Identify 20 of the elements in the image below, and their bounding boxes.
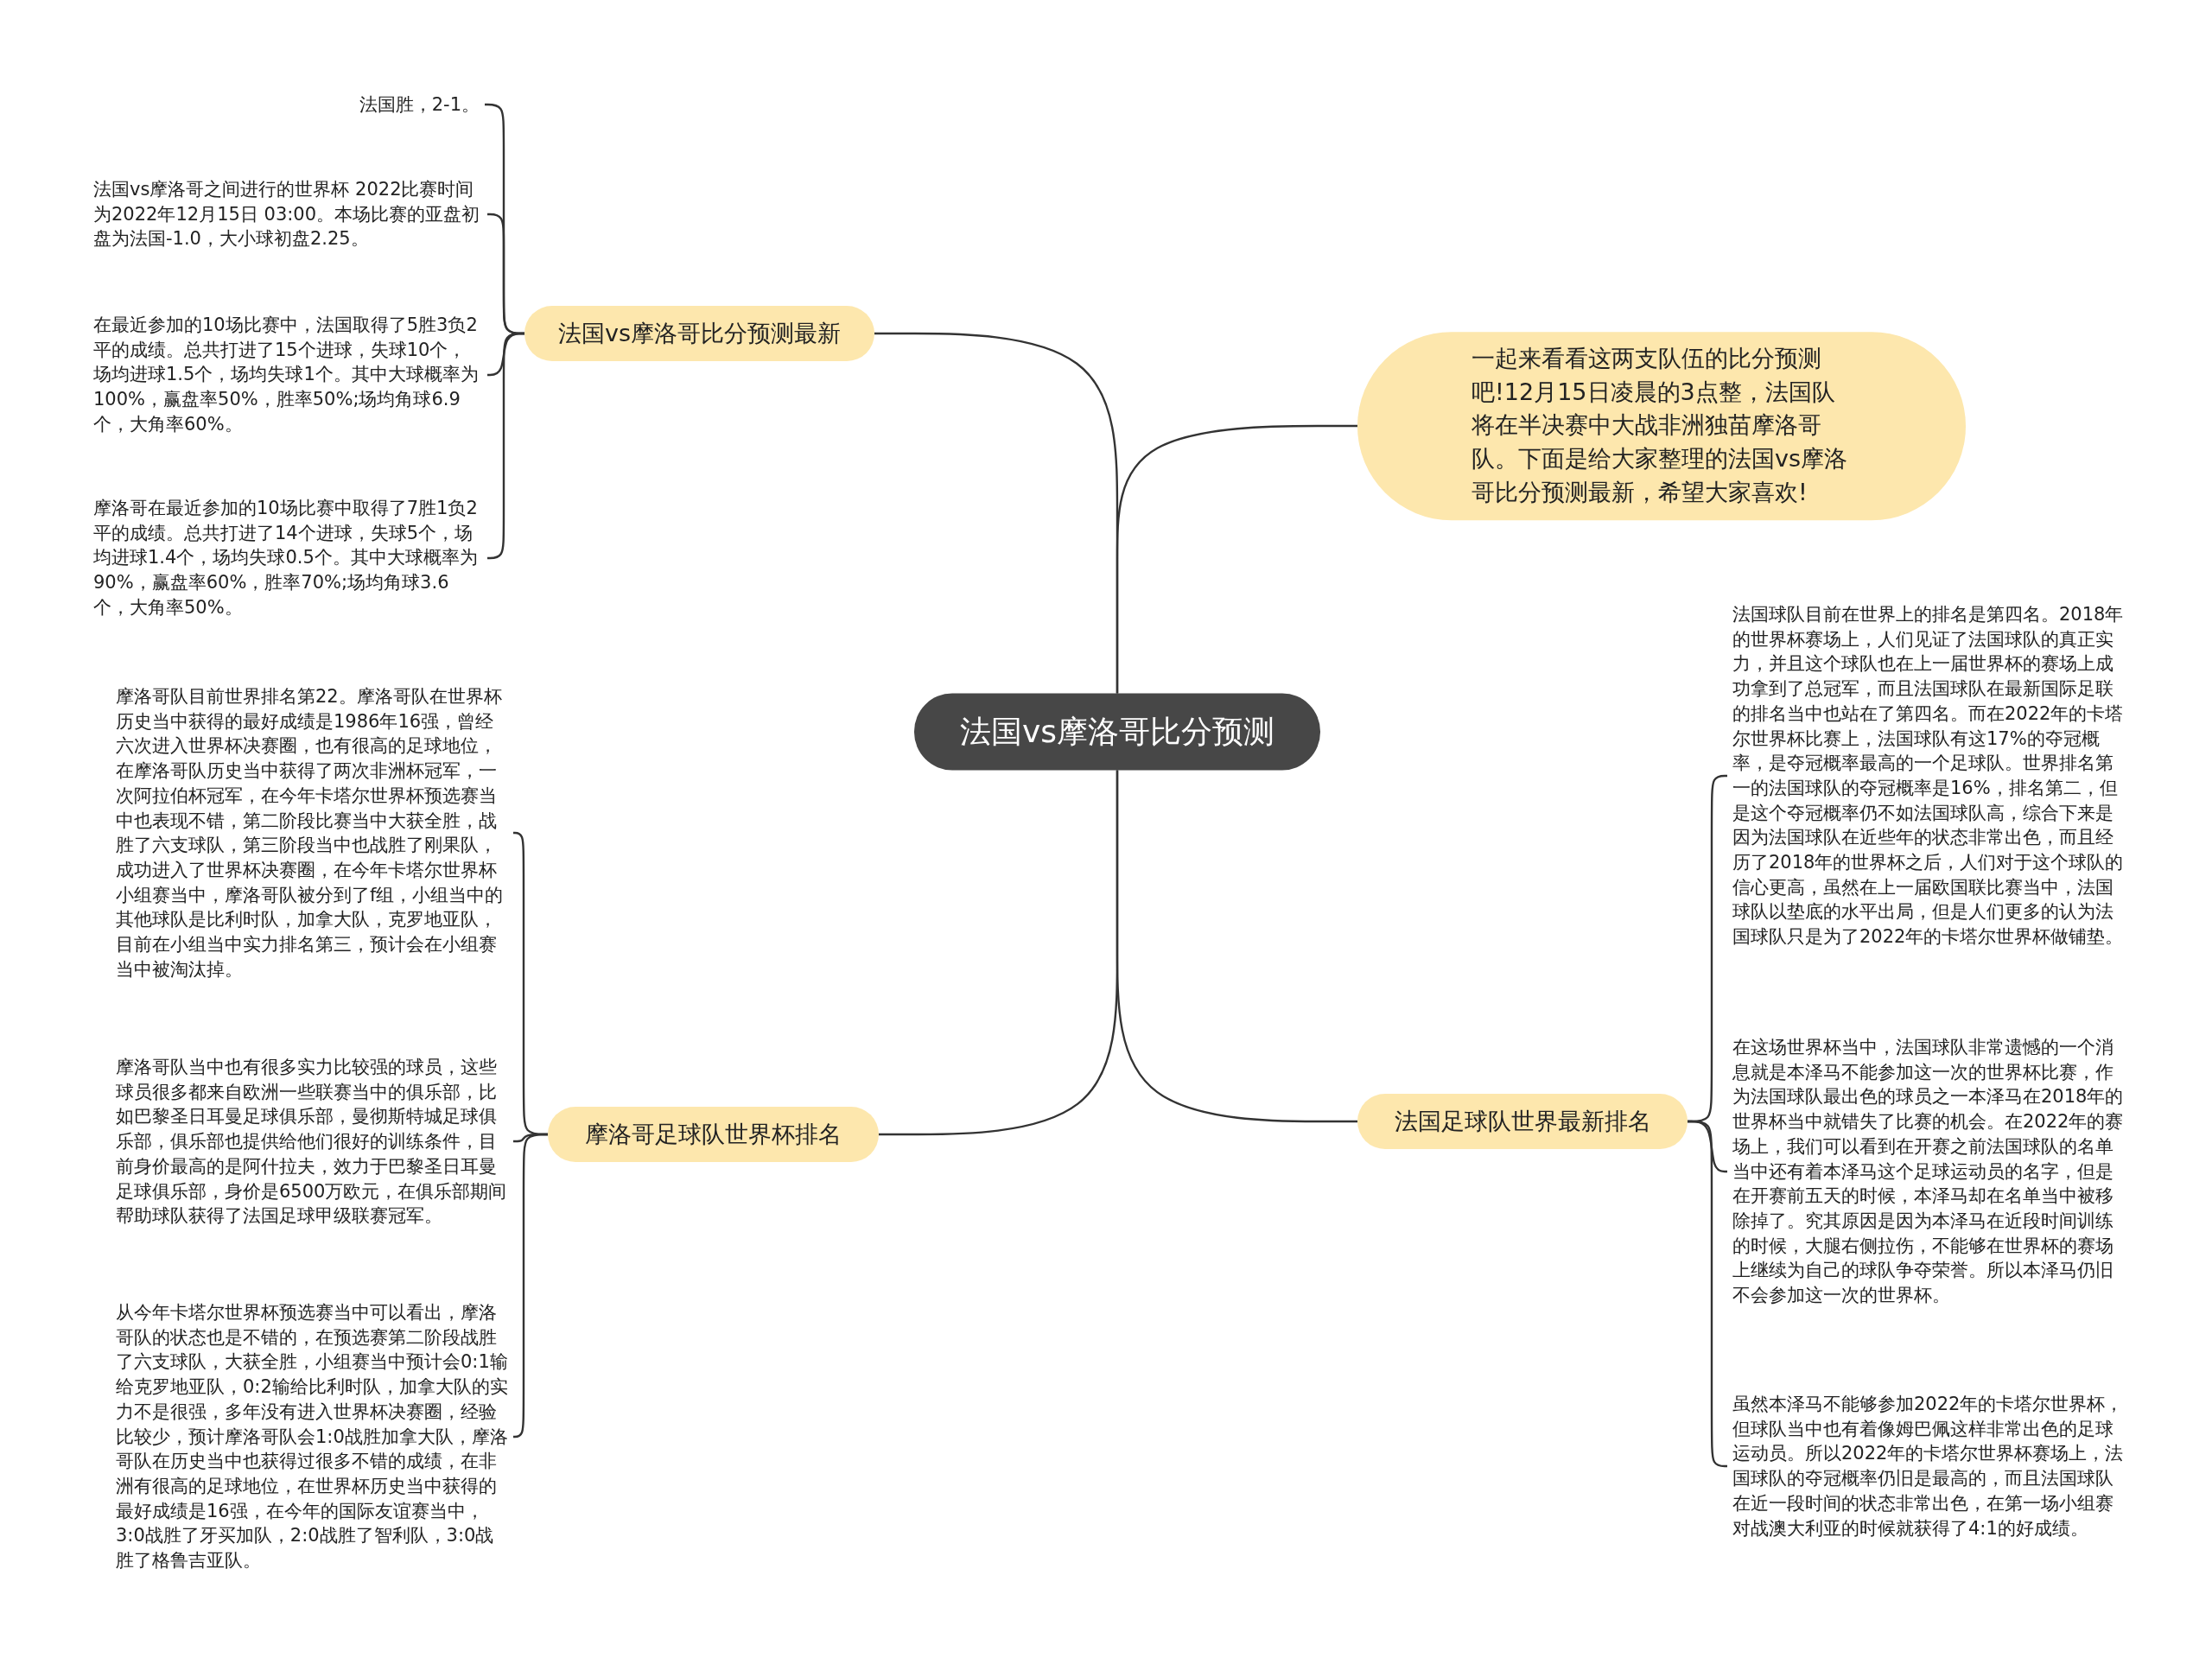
note-text: 摩洛哥队当中也有很多实力比较强的球员，这些球员很多都来自欧洲一些联赛当中的俱乐部，比如巴黎圣日耳曼足球俱乐部，曼彻斯特城足球俱乐部，俱乐部也提供给他们很好的训练条件，目前身价最高的是阿什拉夫，效力于巴黎圣日耳曼足球俱乐部，身价是6500万欧元，在俱乐部期间帮助球队获得了法国足球甲级联赛冠军。	[111, 1052, 513, 1230]
topic-box: 法国足球队世界最新排名	[1357, 1094, 1688, 1149]
topic-box: 摩洛哥足球队世界杯排名	[548, 1107, 879, 1162]
intro-bubble: 一起来看看这两支队伍的比分预测吧!12月15日凌晨的3点整，法国队将在半决赛中大战非洲独苗摩洛哥队。下面是给大家整理的法国vs摩洛哥比分预测最新，希望大家喜欢!	[1357, 332, 1966, 520]
note-text: 在这场世界杯当中，法国球队非常遗憾的一个消息就是本泽马不能参加这一次的世界杯比赛，作为法国球队最出色的球员之一本泽马在2018年的世界杯当中就错失了比赛的机会。在2022年的赛场上，我们可以看到在开赛之前法国球队的名单当中还有着本泽马这个足球运动员的名字，但是在开赛前五天的时候，本泽马却在名单当中被移除掉了。究其原因是因为本泽马在近段时间训练的时候，大腿右侧拉伤，不能够在世界杯的赛场上继续为自己的球队争夺荣誉。所以本泽马仍旧不会参加这一次的世界杯。	[1727, 1033, 2130, 1310]
note-text: 从今年卡塔尔世界杯预选赛当中可以看出，摩洛哥队的状态也是不错的，在预选赛第二阶段战胜了六支球队，大获全胜，小组赛当中预计会0:1输给克罗地亚队，0:2输给比利时队，加拿大队的实力不是很强，多年没有进入世界杯决赛圈，经验比较少，预计摩洛哥队会1:0战胜加拿大队，摩洛哥队在历史当中也获得过很多不错的成绩，在非洲有很高的足球地位，在世界杯历史当中获得的最好成绩是16强，在今年的国际友谊赛当中，3:0战胜了牙买加队，2:0战胜了智利队，3:0战胜了格鲁吉亚队。	[111, 1299, 513, 1575]
note-text: 摩洛哥在最近参加的10场比赛中取得了7胜1负2平的成绩。总共打进了14个进球，失球5个，场均进球1.4个，场均失球0.5个。其中大球概率为90%，赢盘率60%，胜率70%;场均角球3.6个，大角率50%。	[88, 494, 487, 622]
connector-line	[1116, 424, 1357, 694]
connector-line	[487, 332, 524, 560]
central-topic: 法国vs摩洛哥比分预测	[914, 693, 1320, 771]
note-text: 在最近参加的10场比赛中，法国取得了5胜3负2平的成绩。总共打进了15个进球，失球10个，场均进球1.5个，场均失球1个。其中大球概率为100%，赢盘率50%，胜率50%;场均角球6.9个，大角率60%。	[88, 311, 487, 439]
topic-box: 法国vs摩洛哥比分预测最新	[524, 306, 874, 361]
note-text: 法国vs摩洛哥之间进行的世界杯 2022比赛时间为2022年12月15日 03:00。本场比赛的亚盘初盘为法国-1.0，大小球初盘2.25。	[88, 175, 487, 254]
connector-line	[1116, 770, 1357, 1123]
connector-line	[512, 1133, 548, 1439]
note-text: 法国球队目前在世界上的排名是第四名。2018年的世界杯赛场上，人们见证了法国球队的真正实力，并且这个球队也在上一届世界杯的赛场上成功拿到了总冠军，而且法国球队在最新国际足联的排名当中也站在了第四名。而在2022年的卡塔尔世界杯比赛上，法国球队有这17%的夺冠概率，是夺冠概率最高的一个足球队。世界排名第一的法国球队的夺冠概率是16%，排名第二，但是这个夺冠概率仍不如法国球队高，综合下来是因为法国球队在近些年的状态非常出色，而且经历了2018年的世界杯之后，人们对于这个球队的信心更高，虽然在上一届欧国联比赛当中，法国球队以垫底的水平出局，但是人们更多的认为法国球队只是为了2022年的卡塔尔世界杯做铺垫。	[1727, 600, 2130, 951]
connector-line	[1688, 1120, 1727, 1468]
note-text: 摩洛哥队目前世界排名第22。摩洛哥队在世界杯历史当中获得的最好成绩是1986年16强，曾经六次进入世界杯决赛圈，也有很高的足球地位，在摩洛哥队历史当中获得了两次非洲杯冠军，一次阿拉伯杯冠军，在今年卡塔尔世界杯预选赛当中也表现不错，第二阶段比赛当中大获全胜，战胜了六支球队，第三阶段当中也战胜了刚果队，成功进入了世界杯决赛圈，在今年卡塔尔世界杯小组赛当中，摩洛哥队被分到了f组，小组当中的其他球队是比利时队，加拿大队，克罗地亚队，目前在小组当中实力排名第三，预计会在小组赛当中被淘汰掉。	[111, 682, 513, 984]
note-text: 虽然本泽马不能够参加2022年的卡塔尔世界杯，但球队当中也有着像姆巴佩这样非常出色的足球运动员。所以2022年的卡塔尔世界杯赛场上，法国球队的夺冠概率仍旧是最高的，而且法国球队在近一段时间的状态非常出色，在第一场小组赛对战澳大利亚的时候就获得了4:1的好成绩。	[1727, 1389, 2130, 1543]
note-text: 法国胜，2-1。	[83, 90, 485, 119]
